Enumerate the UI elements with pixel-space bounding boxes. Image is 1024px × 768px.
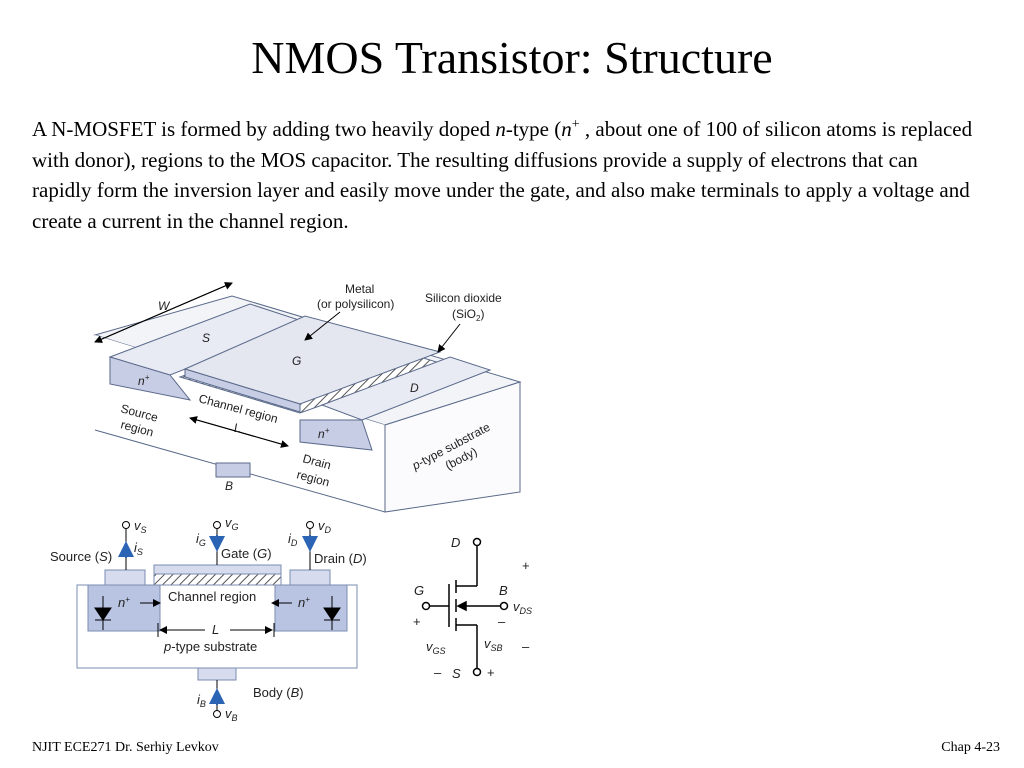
body-terminal [209,680,225,718]
vds-minus: – [522,639,530,654]
l-label: L [234,421,241,435]
source-metal [104,569,146,586]
footer-course-info: NJIT ECE271 Dr. Serhiy Levkov [32,740,219,755]
nmos-circuit-symbol [421,537,509,677]
id-label: iD [288,531,298,548]
n-italic: n [495,117,506,141]
symbol-d-label: D [451,535,460,550]
w-label: W [158,299,171,313]
body-contact-2d [197,667,237,681]
b-label: B [225,479,233,493]
vds-plus: + [522,558,530,573]
source-diffusion [109,356,192,401]
symbol-s-label: S [452,666,461,681]
s-label: S [202,331,210,345]
silicon-dioxide-label: Silicon dioxide [425,291,502,305]
paragraph-part-2: -type ( [505,117,562,141]
body-contact [215,462,251,478]
circuit-symbol-labels: D G B S + – vDS + vGS – vSB – + [413,535,532,681]
cross-section-labels: vS iS vG iG vD iD Source (S) Gate (G) Dr… [50,515,367,723]
drain-diode-icon [323,596,341,630]
vsb-plus: + [487,665,495,680]
n-plus-right-label: n+ [298,595,310,610]
sio2-label: (SiO2) [452,307,484,323]
drain-metal [289,569,331,586]
symbol-b-label: B [499,583,508,598]
g-label: G [292,354,301,368]
oxide-pointer-arrow [437,323,461,353]
vgs-plus: + [413,614,421,629]
drain-terminal-label: Drain (D) [314,551,367,566]
body-terminal-label: Body (B) [253,685,304,700]
symbol-g-label: G [414,583,424,598]
ib-label: iB [197,692,206,709]
substrate-label-2d: p-type substrate [163,639,257,654]
drain-diffusion [299,419,373,451]
gate-oxide [153,573,282,586]
source-terminal-label: Source (S) [50,549,112,564]
vg-label: vG [225,515,239,532]
vsb-minus: – [498,614,506,629]
n-plus-superscript: + [571,117,580,132]
vs-label: vS [134,518,147,535]
vgs-label: vGS [426,639,446,656]
gate-metal-front [184,368,301,413]
nmos-3d-structure [93,295,522,513]
n-plus-drain: n+ [318,426,330,441]
drain-contact [320,356,492,421]
vsb-label: vSB [484,636,503,653]
vgs-minus: – [434,665,442,680]
paragraph-part-1: A N-MOSFET is formed by adding two heavi… [32,117,496,141]
d-label: D [410,381,419,395]
channel-region-label-2d: Channel region [168,589,256,604]
metal-label: Metal [345,282,374,296]
nmos-cross-section [76,564,358,681]
ig-label: iG [196,531,206,548]
gate-metal [153,564,282,575]
gate-terminal-label: Gate (G) [221,546,272,561]
vds-label: vDS [513,599,532,616]
n-plus-source: n+ [138,373,150,388]
source-diode-icon [94,596,112,630]
gate-terminal [209,521,225,565]
body-paragraph: A N-MOSFET is formed by adding two heavi… [32,110,982,236]
paragraph-part-3: , about one of 100 of silicon atoms is r… [32,117,973,233]
n-plus-left-label: n+ [118,595,130,610]
metal-pointer-arrow [304,311,341,341]
l-label-2d: L [212,622,219,637]
n-italic-2: n [561,117,572,141]
drain-terminal [302,521,318,570]
slide-title: NMOS Transistor: Structure [251,32,773,83]
source-terminal [118,521,134,570]
footer-page-number: Chap 4-23 [941,740,1000,755]
is-label: iS [134,540,143,557]
polysilicon-label: (or polysilicon) [317,297,394,311]
vd-label: vD [318,518,332,535]
vb-label: vB [225,706,238,723]
